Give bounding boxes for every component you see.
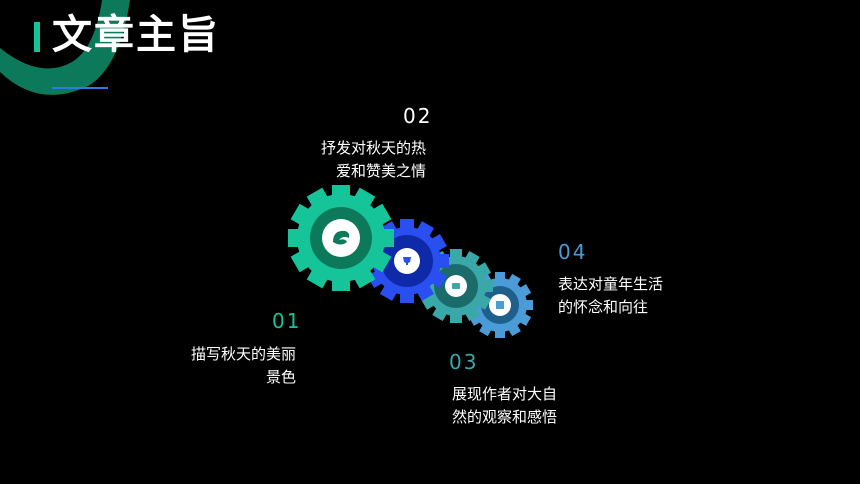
- item-01-number: 01: [272, 309, 302, 333]
- item-03-text: 展现作者对大自 然的观察和感悟: [452, 383, 592, 429]
- item-02-line-2: 爱和赞美之情: [335, 162, 426, 180]
- trophy-icon: [403, 257, 411, 265]
- page-title: 文章主旨: [52, 12, 220, 58]
- item-03-line-2: 然的观察和感悟: [452, 408, 558, 426]
- item-01-line-2: 景色: [265, 368, 296, 386]
- title-accent-bar: [34, 22, 40, 52]
- item-04-line-2: 的怀念和向往: [558, 298, 649, 316]
- item-03-number: 03: [449, 350, 479, 374]
- item-02-line-1: 抒发对秋天的热: [320, 139, 426, 157]
- item-04-text: 表达对童年生活 的怀念和向往: [558, 273, 698, 319]
- title-underline: [52, 87, 108, 89]
- leaf-icon: [333, 230, 350, 245]
- item-03-line-1: 展现作者对大自: [452, 385, 558, 403]
- camera-icon: [452, 283, 460, 289]
- item-02-number: 02: [403, 104, 433, 128]
- item-04-number: 04: [558, 240, 588, 264]
- decorative-arc: [0, 0, 130, 95]
- item-01-line-1: 描写秋天的美丽: [190, 345, 296, 363]
- item-01-text: 描写秋天的美丽 景色: [168, 343, 296, 389]
- item-04-line-1: 表达对童年生活: [558, 275, 664, 293]
- item-02-text: 抒发对秋天的热 爱和赞美之情: [300, 137, 426, 183]
- gear-01: [288, 185, 394, 291]
- book-icon: [496, 301, 504, 309]
